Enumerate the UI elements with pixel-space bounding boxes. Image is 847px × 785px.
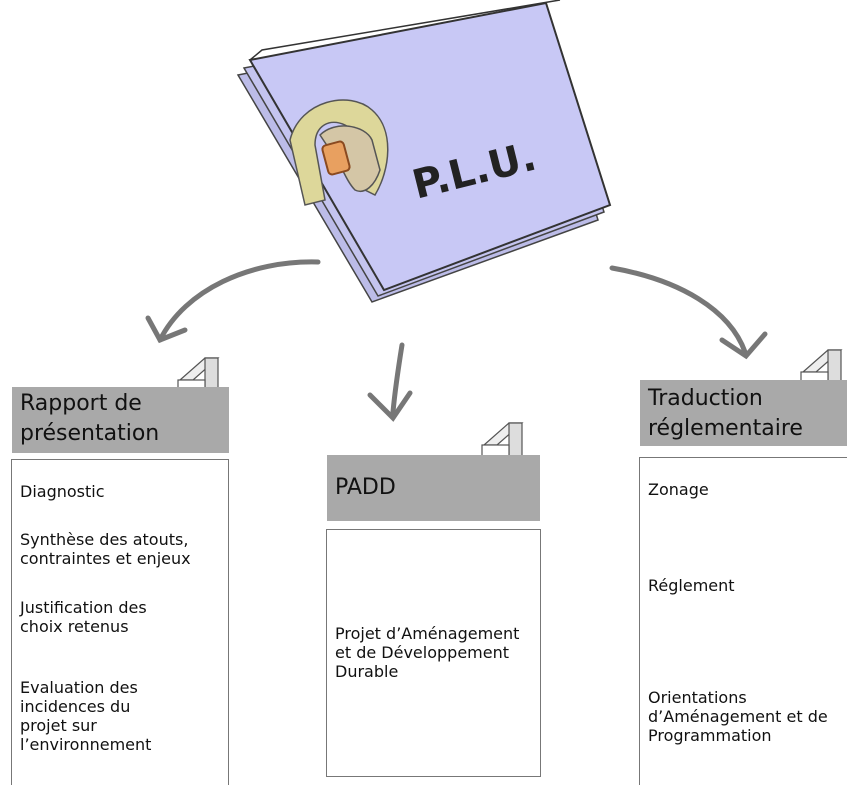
section-2-item: Projet d’Aménagement et de Développement… xyxy=(335,624,520,681)
section-1-title: Rapport de présentation xyxy=(20,391,160,446)
folder-clip-icon xyxy=(289,99,389,206)
section-1-content: Diagnostic Synthèse des atouts, contrain… xyxy=(11,459,229,785)
arrow-right-head xyxy=(719,331,768,360)
section-3-item: Réglement xyxy=(648,576,735,595)
section-1-item: Evaluation des incidences du projet sur … xyxy=(20,678,152,754)
plu-folder: P.L.U. xyxy=(236,0,612,303)
arrow-right xyxy=(609,265,748,355)
section-1-header: Rapport de présentation xyxy=(12,387,229,453)
arrow-left-head xyxy=(145,315,188,344)
arrow-middle-head xyxy=(367,390,413,422)
section-3-item: Orientations d’Aménagement et de Program… xyxy=(648,688,828,745)
section-2-header: PADD xyxy=(327,455,540,521)
arrow-left xyxy=(157,259,321,343)
arrow-middle xyxy=(390,342,405,415)
section-3-content: Zonage Réglement Orientations d’Aménagem… xyxy=(639,457,847,785)
section-3-header: Traduction réglementaire xyxy=(640,380,847,446)
section-3-item: Zonage xyxy=(648,480,709,499)
section-1-item: Justification des choix retenus xyxy=(20,598,147,636)
section-2-content: Projet d’Aménagement et de Développement… xyxy=(326,529,541,777)
section-1-item: Synthèse des atouts, contraintes et enje… xyxy=(20,530,191,568)
section-2-title: PADD xyxy=(335,475,396,500)
section-3-title: Traduction réglementaire xyxy=(648,386,803,441)
section-1-item: Diagnostic xyxy=(20,482,105,501)
